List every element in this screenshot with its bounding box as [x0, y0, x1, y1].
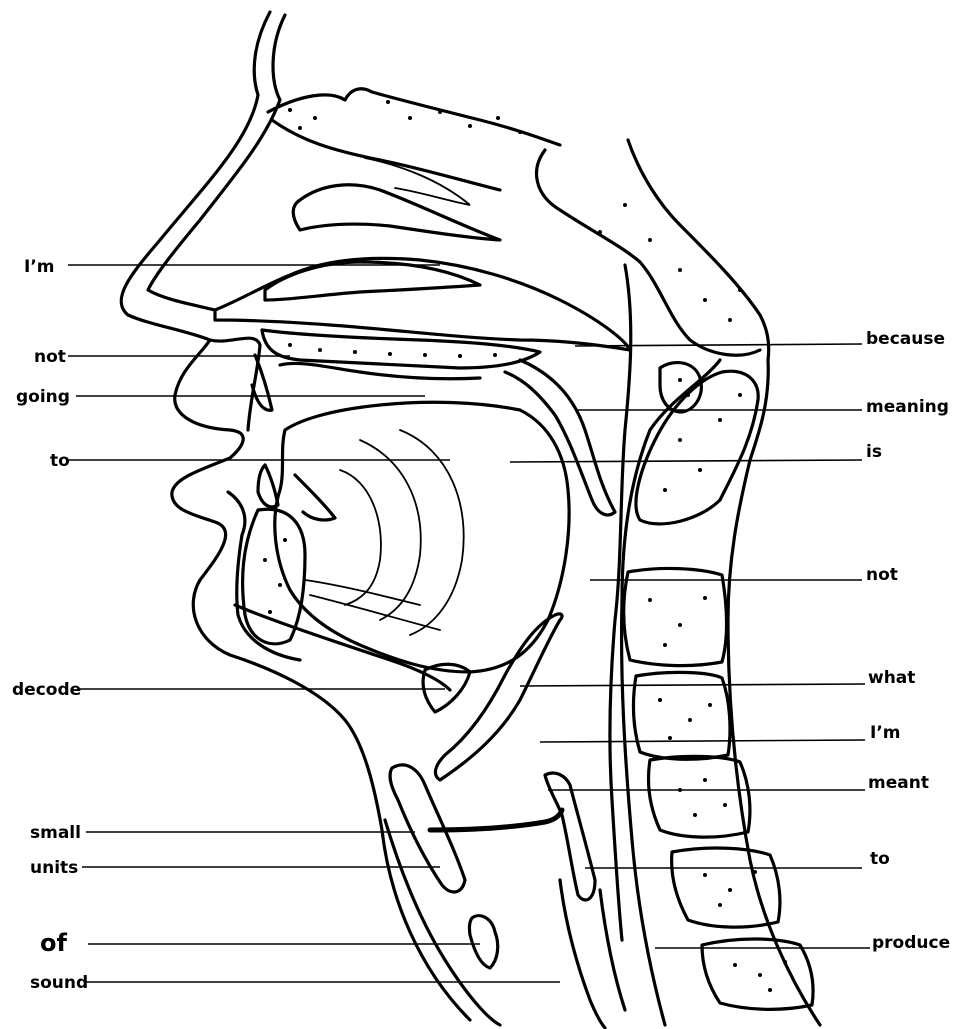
upper-gum: [280, 363, 480, 378]
label-im-right: I’m: [870, 723, 901, 743]
arytenoid-cartilage: [545, 773, 595, 900]
superior-turbinate: [365, 158, 470, 205]
tongue-muscle-1: [340, 470, 381, 605]
label-meaning: meaning: [866, 397, 949, 417]
esophagus-front-wall: [600, 890, 625, 1010]
trachea-back-wall: [560, 880, 605, 1028]
label-is: is: [866, 442, 882, 462]
label-not-right: not: [866, 565, 898, 585]
label-units: units: [30, 858, 78, 878]
label-going: going: [16, 387, 70, 407]
leader-lines: [68, 265, 870, 982]
clivus-line: [628, 140, 769, 360]
label-decode: decode: [12, 680, 81, 700]
label-im-left: I’m: [24, 257, 55, 277]
tongue-muscle-5: [310, 595, 440, 630]
nasal-cavity: [215, 258, 630, 350]
nasal-bone-inner: [272, 120, 500, 190]
inferior-turbinate: [265, 262, 480, 300]
vocal-folds: [430, 810, 562, 830]
label-sound: sound: [30, 973, 88, 993]
cricoid-cartilage: [469, 916, 497, 968]
lower-incisor: [258, 465, 278, 507]
lower-teeth-block: [295, 475, 335, 520]
vertebra-c7: [702, 939, 813, 1009]
label-small: small: [30, 823, 81, 843]
label-to-right: to: [870, 849, 890, 869]
soft-palate: [505, 360, 615, 515]
bone-speckle-dots: [263, 100, 787, 992]
tongue-muscle-4: [305, 580, 420, 605]
label-what: what: [868, 668, 915, 688]
label-meant: meant: [868, 773, 929, 793]
label-because: because: [866, 329, 945, 349]
label-not-left: not: [34, 347, 66, 367]
nasal-cavity-roof: [268, 89, 560, 145]
middle-turbinate: [293, 185, 500, 240]
trachea-front-wall: [385, 820, 500, 1025]
label-of: of: [40, 929, 67, 957]
vertebra-c3: [624, 568, 727, 665]
label-to-left: to: [50, 451, 70, 471]
face-profile-outline: [121, 12, 470, 1020]
pharynx-posterior-wall: [610, 265, 631, 940]
label-produce: produce: [872, 933, 950, 953]
